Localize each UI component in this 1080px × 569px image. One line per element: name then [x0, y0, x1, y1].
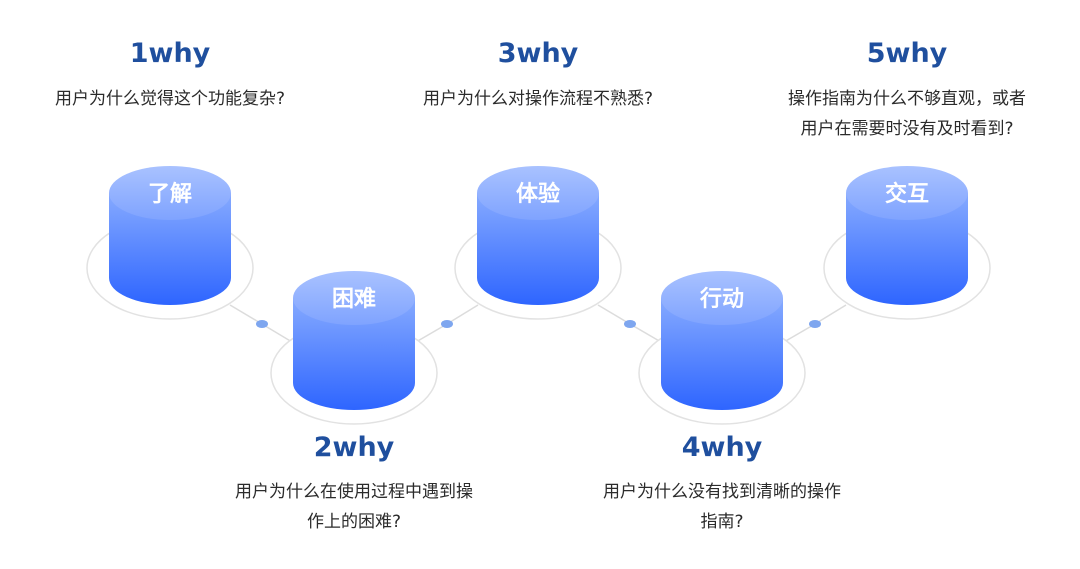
cylinder-5: 交互: [823, 166, 991, 320]
why-title-1: 1why: [129, 38, 211, 69]
cylinder-top-1: [109, 166, 231, 220]
cylinder-2: 困难: [270, 271, 438, 425]
why-question-2-line-2: 作上的困难?: [306, 512, 402, 532]
stage-label-5: 交互: [885, 181, 929, 207]
why-title-3: 3why: [497, 38, 579, 69]
cylinder-4: 行动: [638, 271, 806, 425]
dot-4: [809, 320, 821, 328]
connector-4-5b: [814, 304, 847, 325]
cylinder-top-3: [477, 166, 599, 220]
why-question-3: 用户为什么对操作流程不熟悉?: [373, 84, 703, 114]
connectors: [229, 304, 847, 343]
why-question-1-line-1: 用户为什么觉得这个功能复杂?: [54, 89, 286, 109]
cylinder-body-5: [846, 193, 968, 305]
connector-2-3: [415, 323, 448, 343]
why-question-1: 用户为什么觉得这个功能复杂?: [10, 84, 330, 114]
why-question-2: 用户为什么在使用过程中遇到操 作上的困难?: [194, 477, 514, 537]
stage-label-4: 行动: [699, 286, 744, 312]
connector-1-2b: [261, 323, 293, 343]
cylinder-body-2: [293, 298, 415, 410]
dot-1: [256, 320, 268, 328]
cylinder-3: 体验: [454, 166, 622, 320]
why-question-5-line-1: 操作指南为什么不够直观，或者: [788, 89, 1026, 109]
why-question-2-line-1: 用户为什么在使用过程中遇到操: [235, 482, 473, 502]
connector-3-4: [597, 304, 631, 325]
why-question-5: 操作指南为什么不够直观，或者 用户在需要时没有及时看到?: [742, 84, 1072, 144]
cylinder-body-1: [109, 193, 231, 305]
why-title-2: 2why: [313, 432, 395, 463]
cylinder-top-5: [846, 166, 968, 220]
connector-1-2: [229, 304, 263, 325]
connector-4-5: [783, 323, 816, 343]
why-title-4: 4why: [681, 432, 763, 463]
connector-dots: [256, 320, 821, 328]
cylinder-top-4: [661, 271, 783, 325]
cylinder-top-2: [293, 271, 415, 325]
connector-2-3b: [446, 304, 479, 325]
dot-2: [441, 320, 453, 328]
stage-label-3: 体验: [516, 181, 560, 207]
why-title-5: 5why: [866, 38, 948, 69]
stage-label-1: 了解: [148, 181, 192, 207]
why-question-3-line-1: 用户为什么对操作流程不熟悉?: [422, 89, 654, 109]
why-question-4-line-1: 用户为什么没有找到清晰的操作: [603, 482, 841, 502]
stage-label-2: 困难: [332, 287, 376, 312]
why-question-4: 用户为什么没有找到清晰的操作 指南?: [557, 477, 887, 537]
dot-3: [624, 320, 636, 328]
why-question-4-line-2: 指南?: [700, 512, 744, 532]
why-question-5-line-2: 用户在需要时没有及时看到?: [800, 119, 1014, 139]
cylinder-body-4: [661, 298, 783, 410]
cylinder-body-3: [477, 193, 599, 305]
cylinder-1: 了解: [86, 166, 254, 320]
connector-3-4b: [629, 323, 662, 343]
